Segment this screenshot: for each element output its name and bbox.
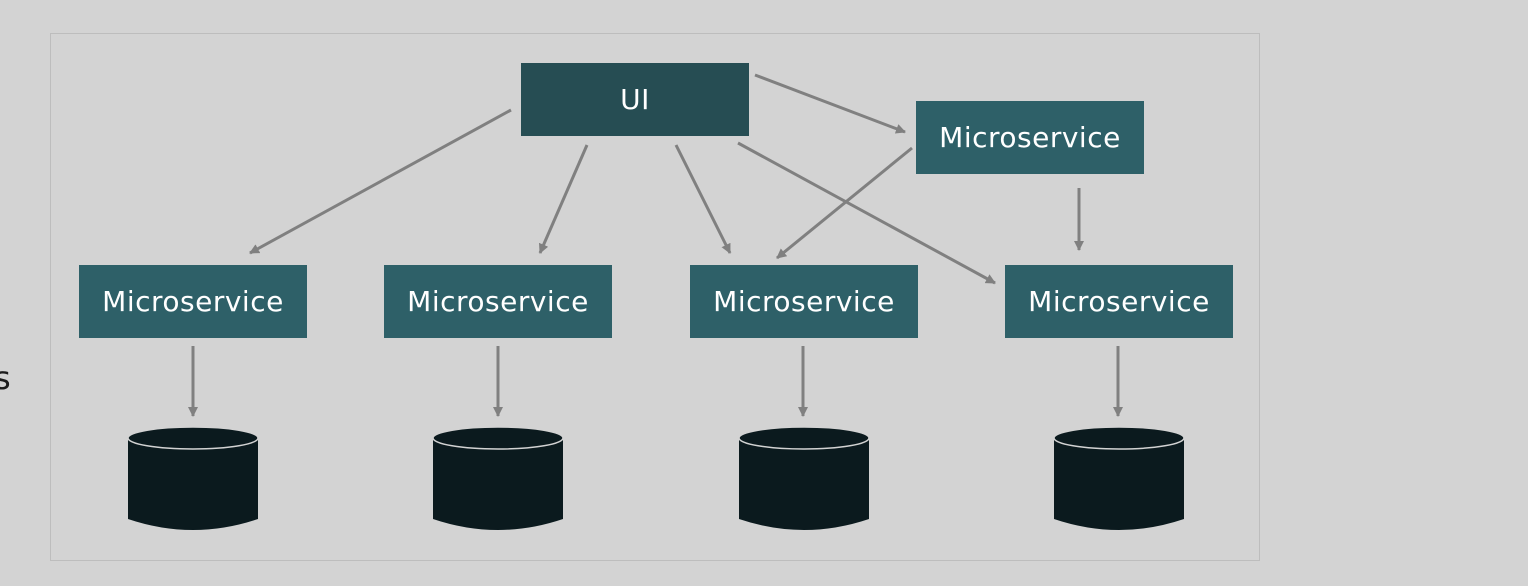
arrow-ui-to-top-service bbox=[754, 73, 906, 134]
microservice-node-2: Microservice bbox=[384, 265, 612, 338]
arrow-ui-to-service-4 bbox=[737, 141, 996, 285]
arrow-ui-to-service-2 bbox=[538, 144, 589, 254]
database-1 bbox=[127, 426, 259, 530]
database-2 bbox=[432, 426, 564, 530]
microservice-node-1: Microservice bbox=[79, 265, 307, 338]
database-3 bbox=[738, 426, 870, 530]
microservice-node-top: Microservice bbox=[916, 101, 1144, 174]
microservice-node-4: Microservice bbox=[1005, 265, 1233, 338]
arrow-top-service-to-service-3 bbox=[776, 146, 913, 260]
microservice-node-3: Microservice bbox=[690, 265, 918, 338]
cropped-text-fragment: s bbox=[0, 359, 11, 397]
ui-node: UI bbox=[521, 63, 749, 136]
database-4 bbox=[1053, 426, 1185, 530]
arrow-ui-to-service-1 bbox=[249, 108, 512, 255]
arrow-ui-to-service-3 bbox=[674, 144, 732, 254]
diagram-frame bbox=[50, 33, 1260, 561]
